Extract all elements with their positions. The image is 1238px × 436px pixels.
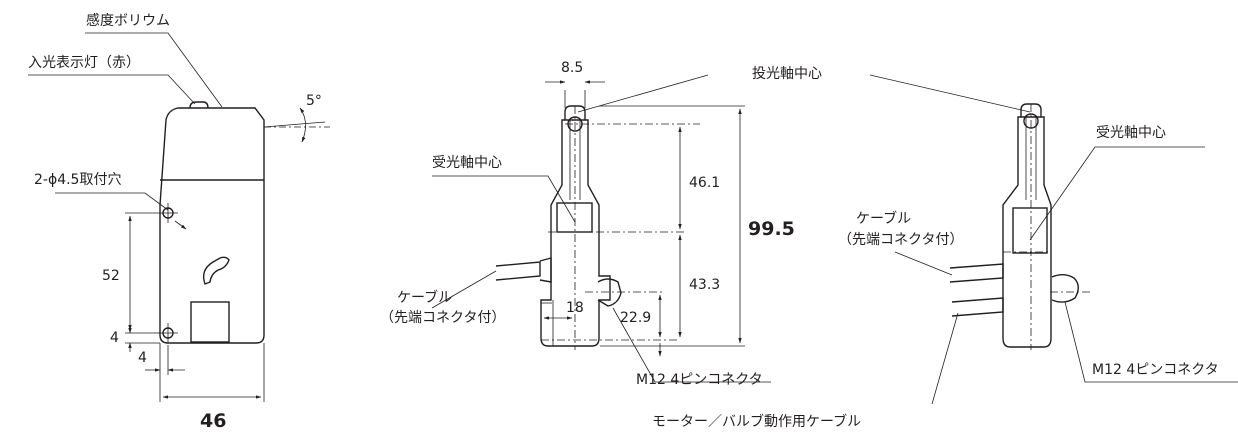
dim-52: 52 xyxy=(102,268,120,284)
cable-top-right xyxy=(949,263,1004,283)
dim-8-5: 8.5 xyxy=(561,60,584,76)
indicator-led-bump xyxy=(189,101,209,109)
indicator-label: 入光表示灯（赤） xyxy=(28,55,140,71)
cable-bottom-right xyxy=(951,297,1004,317)
connector-label-middle: M12 4ピンコネクタ xyxy=(636,372,763,388)
dim-46-1: 46.1 xyxy=(689,175,721,191)
connector-label-right: M12 4ピンコネクタ xyxy=(1092,362,1219,378)
receiver-window xyxy=(556,202,593,233)
side-view-connector-window xyxy=(190,301,230,343)
side-view-cable-clip xyxy=(202,256,230,285)
mount-holes-label: 2-ϕ4.5取付穴 xyxy=(34,172,122,188)
front-view-right xyxy=(949,103,1079,348)
volume-label: 感度ボリウム xyxy=(86,13,170,29)
dim-43-3: 43.3 xyxy=(689,277,721,293)
motor-cable-label: モーター／バルブ動作用ケーブル xyxy=(652,414,862,430)
m12-connector-middle xyxy=(597,278,622,307)
side-view xyxy=(159,101,265,344)
side-view-outline xyxy=(159,107,265,344)
dim-4-vertical: 4 xyxy=(110,330,119,346)
receiver-axis-label-right: 受光軸中心 xyxy=(1096,125,1166,141)
front-view-right-outline xyxy=(1002,116,1052,348)
angle-label: 5° xyxy=(306,93,322,109)
cable-stub-middle xyxy=(495,261,541,281)
dim-18: 18 xyxy=(566,300,584,316)
cable-label-right-1: ケーブル xyxy=(856,211,912,227)
front-view-middle xyxy=(495,105,622,347)
dim-22-9: 22.9 xyxy=(620,310,652,326)
front-view-outline xyxy=(540,119,611,347)
dim-46: 46 xyxy=(200,410,227,432)
receiver-window-right xyxy=(1012,207,1048,254)
cable-label-middle-2: （先端コネクタ付） xyxy=(380,310,506,326)
cable-label-middle-1: ケーブル xyxy=(397,290,453,306)
cable-label-right-2: （先端コネクタ付） xyxy=(838,232,964,248)
receiver-axis-label-middle: 受光軸中心 xyxy=(432,155,502,171)
emitter-axis-label: 投光軸中心 xyxy=(752,66,822,82)
m12-connector-right xyxy=(1051,274,1079,303)
dim-99-5: 99.5 xyxy=(748,218,795,240)
dim-4-horizontal: 4 xyxy=(138,350,147,366)
